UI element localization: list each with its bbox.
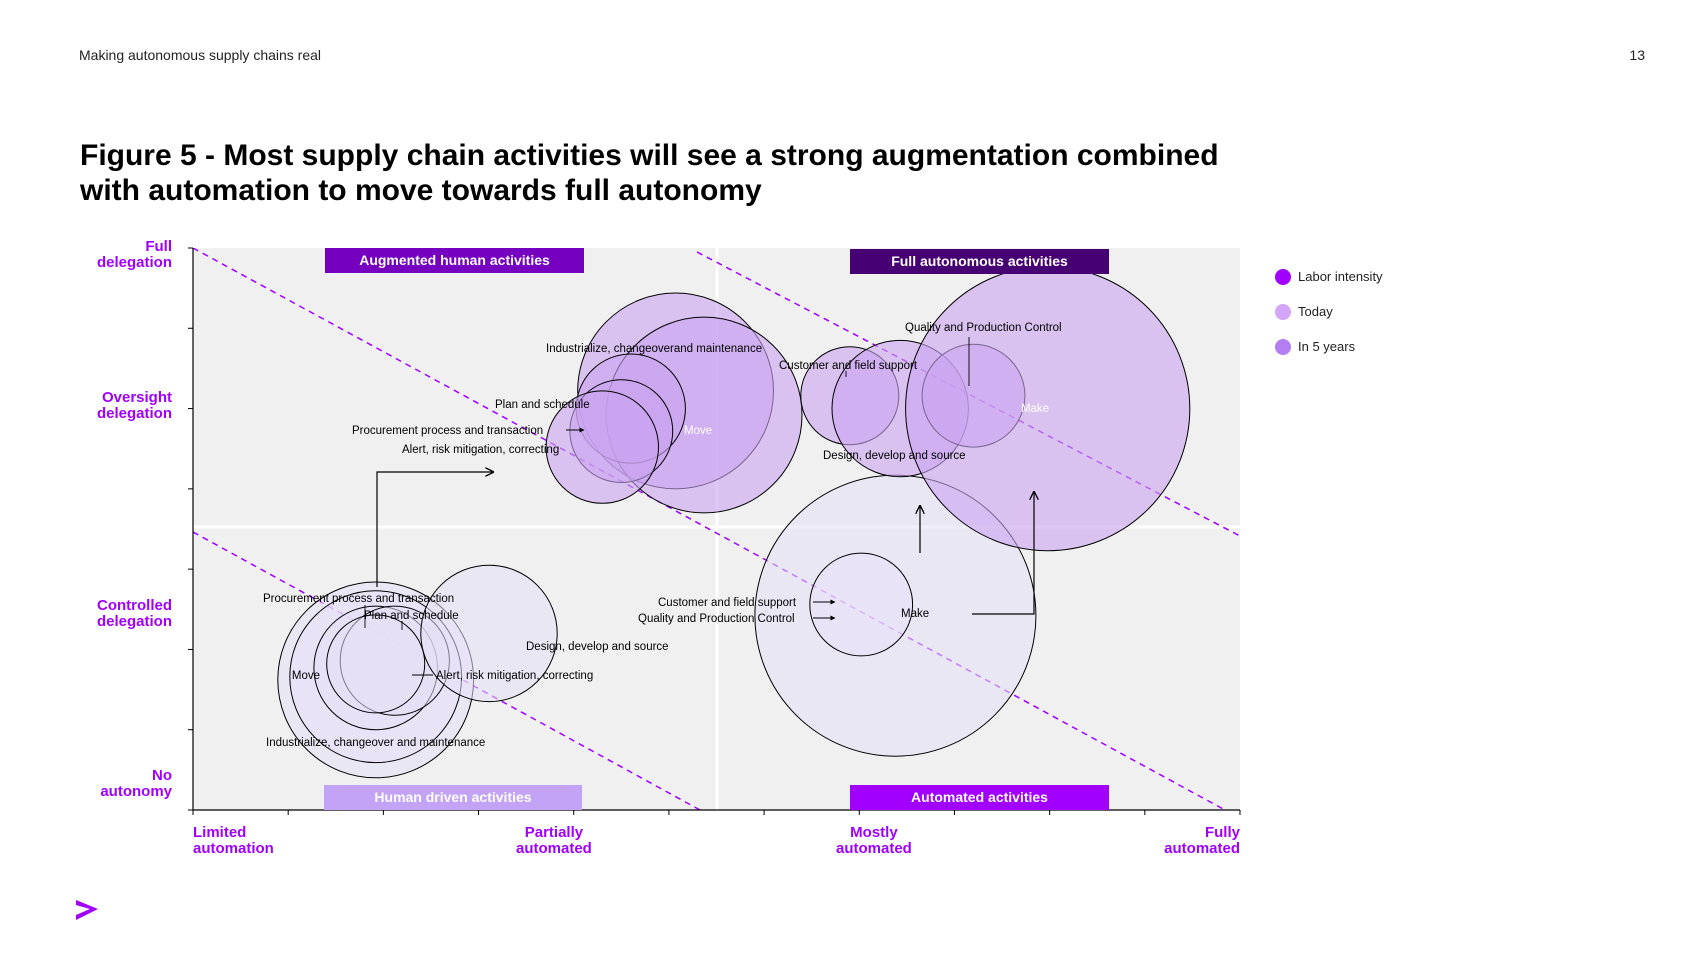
legend: Labor intensity Today In 5 years	[1275, 259, 1383, 364]
label-procurement-today: Procurement process and transaction	[263, 593, 454, 605]
label-customer-5y: Customer and field support	[779, 360, 918, 372]
bubbles	[277, 266, 1191, 779]
y-axis-ticks	[188, 247, 193, 811]
label-move-5y: Move	[684, 425, 712, 437]
label-quality-today: Quality and Production Control	[638, 613, 795, 625]
quadrant-label-full-autonomous: Full autonomous activities	[850, 249, 1109, 274]
label-alert-today: Alert, risk mitigation, correcting	[436, 670, 593, 682]
label-make-5y: Make	[1021, 403, 1049, 415]
label-quality-5y: Quality and Production Control	[905, 322, 1062, 334]
label-plan-5y: Plan and schedule	[495, 399, 590, 411]
quadrant-label-automated: Automated activities	[850, 785, 1109, 810]
bubble-today-design-develop-and-source	[420, 564, 558, 703]
legend-label-labor-intensity: Labor intensity	[1298, 269, 1383, 284]
page-number: 13	[1629, 47, 1645, 63]
label-customer-today: Customer and field support	[658, 597, 797, 609]
legend-label-in-5-years: In 5 years	[1298, 339, 1356, 354]
axes	[192, 248, 1240, 811]
running-title: Making autonomous supply chains real	[79, 47, 322, 63]
label-move-today: Move	[292, 670, 320, 682]
diagonal-dashed-line-2	[193, 248, 1226, 810]
bubble-five-years-alert-risk-mitigation-correcting	[545, 390, 659, 504]
bubble-today-customer-and-field-support	[809, 552, 914, 657]
label-make-today: Make	[901, 608, 929, 620]
legend-dot-today	[1275, 303, 1291, 320]
legend-item-today: Today	[1275, 294, 1383, 329]
bubble-today-alert-risk-mitigation-correcting	[326, 614, 426, 714]
label-industrialize-today: Industrialize, changeover and maintenanc…	[266, 737, 485, 749]
legend-dot-in-5-years	[1275, 338, 1291, 355]
label-design-5y: Design, develop and source	[823, 450, 966, 462]
legend-item-in-5-years: In 5 years	[1275, 329, 1383, 364]
quadrant-label-human-driven: Human driven activities	[324, 785, 582, 810]
label-design-today: Design, develop and source	[526, 641, 669, 653]
legend-item-labor-intensity: Labor intensity	[1275, 259, 1383, 294]
label-procurement-5y: Procurement process and transaction	[352, 425, 543, 437]
label-plan-today: Plan and schedule	[364, 610, 459, 622]
arrow-make-to-make	[972, 492, 1034, 615]
label-industrialize-5y: Industrialize, changeoverand maintenance	[546, 343, 762, 355]
x-axis-ticks	[192, 810, 1241, 815]
quadrant-label-augmented: Augmented human activities	[325, 248, 584, 273]
label-alert-5y: Alert, risk mitigation, correcting	[402, 444, 559, 456]
legend-label-today: Today	[1298, 304, 1333, 319]
greater-than-icon	[76, 900, 98, 920]
figure-title: Figure 5 - Most supply chain activities …	[80, 139, 1219, 207]
legend-dot-labor-intensity	[1275, 268, 1291, 285]
arrow-today-to-five-years-left	[376, 472, 493, 587]
